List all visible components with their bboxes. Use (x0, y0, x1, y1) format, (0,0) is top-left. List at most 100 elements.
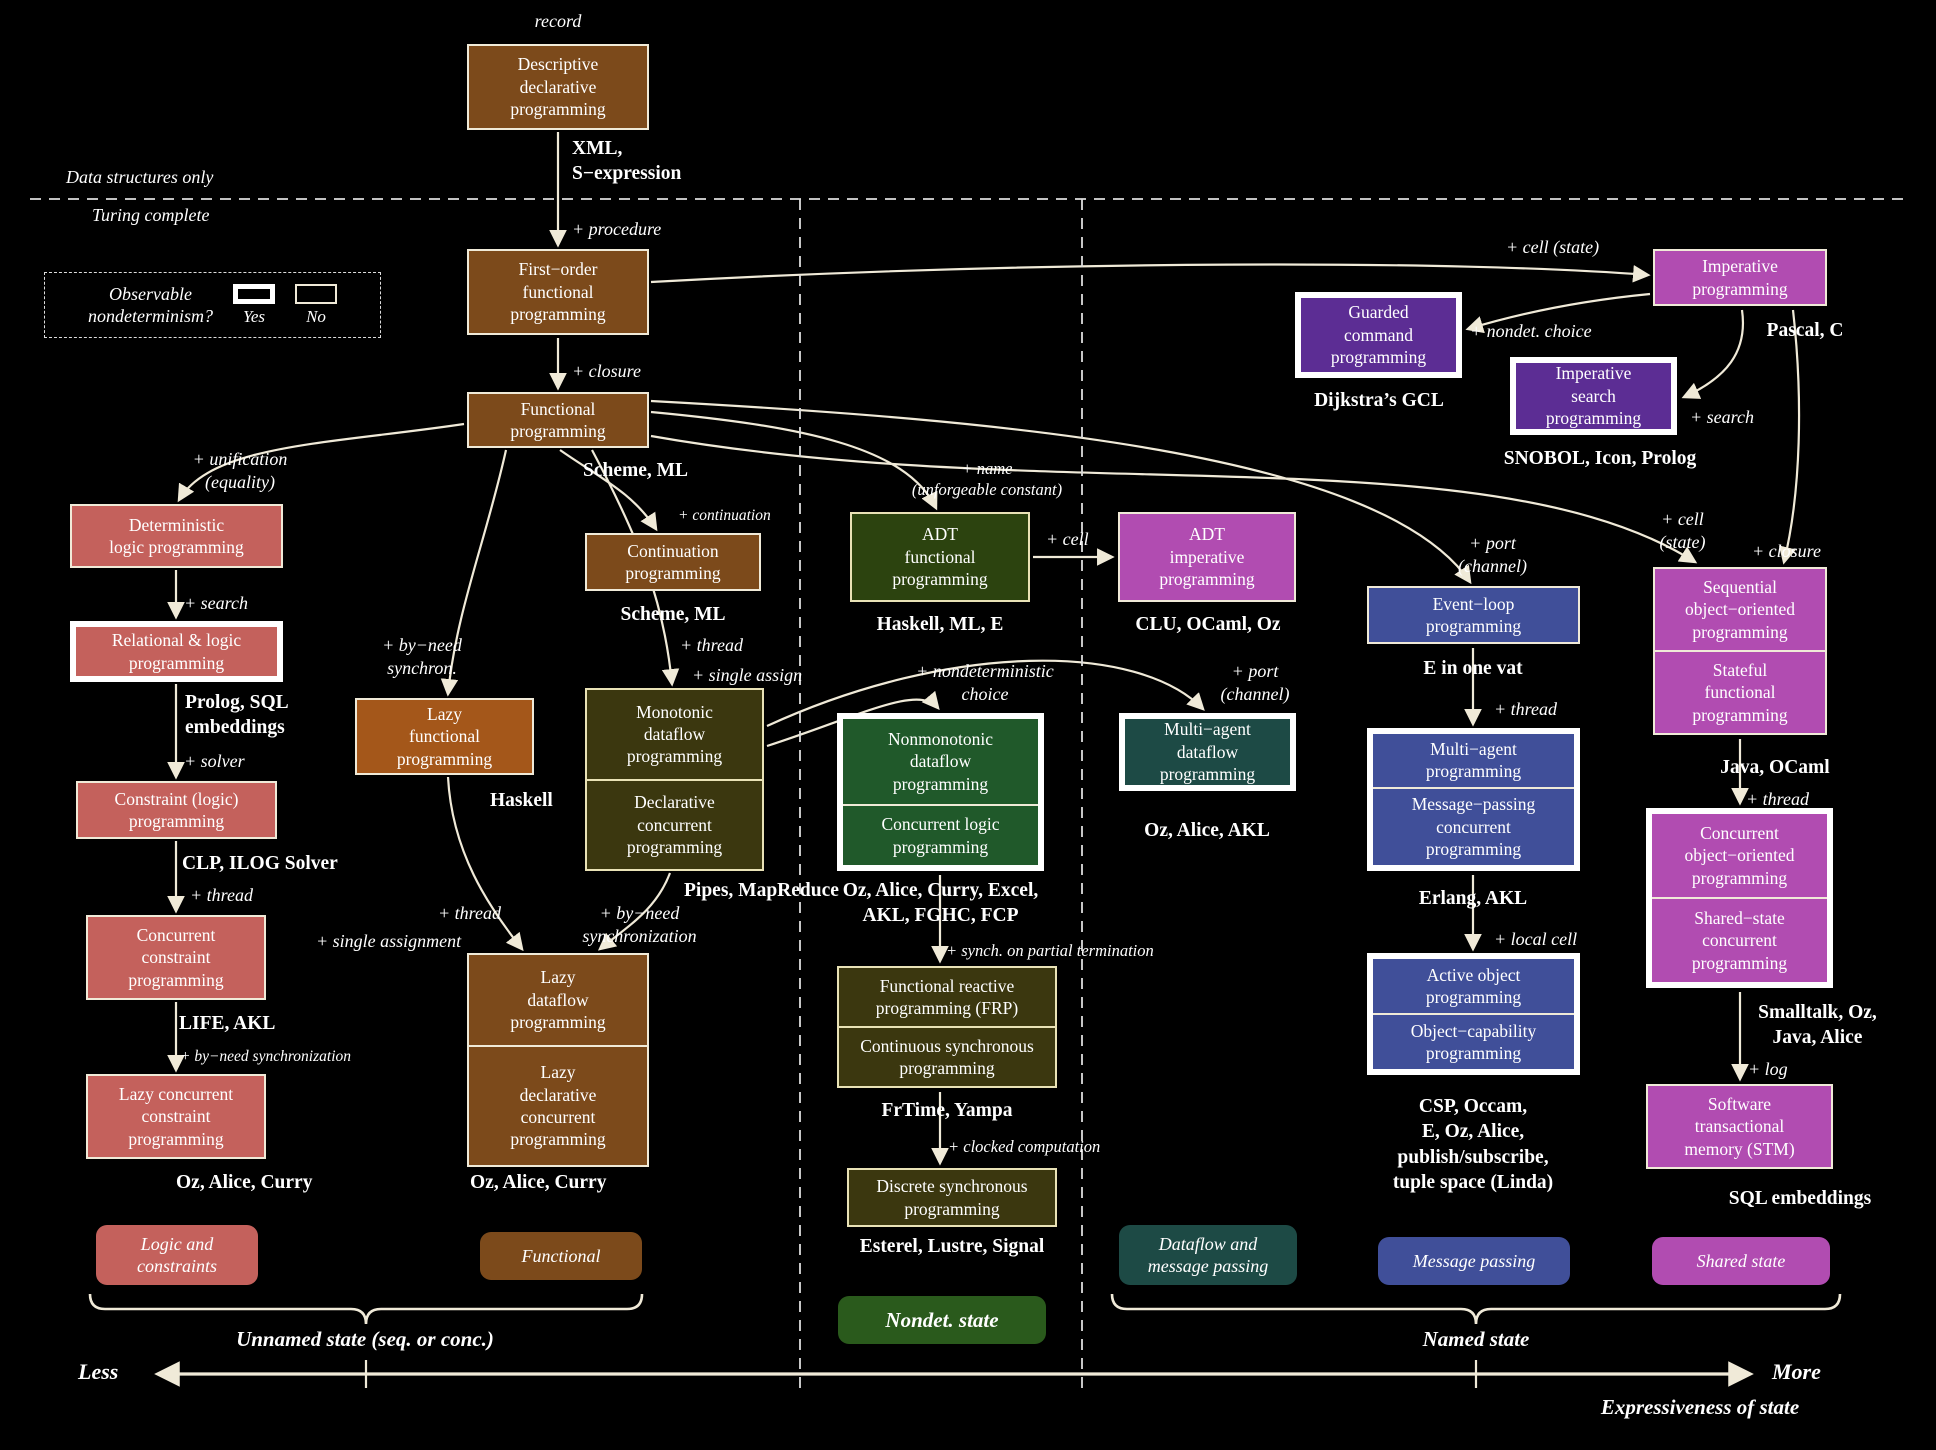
edge-monotonic-nonmonotonic (766, 690, 940, 748)
languages-concurrent-constraint: LIFE, AKL (179, 1013, 276, 1034)
languages-conc-oo: Smalltalk, Oz, Java, Alice (1758, 1002, 1877, 1049)
edge-functional-lazyfunctional (440, 449, 508, 697)
edge-imperative-impsearch (1681, 309, 1745, 399)
category-dataflow-message: Dataflow and message passing (1119, 1225, 1297, 1285)
category-shared-state: Shared state (1652, 1237, 1830, 1285)
legend-yes-label: Yes (242, 306, 266, 326)
paradigm-adt-imperative: ADT imperative programming (1118, 512, 1296, 602)
paradigm-seq-oo-group: Sequential object−oriented programming S… (1653, 567, 1827, 735)
edge-label-byneed-constraint: + by−need synchronization (180, 1048, 352, 1065)
languages-descriptive: XML, S−expression (572, 138, 682, 185)
paradigm-declarative-concurrent: Declarative concurrent programming (587, 778, 762, 870)
edge-label-closure-oo: + closure (1752, 541, 1821, 561)
axis-more-label: More (1772, 1359, 1821, 1384)
paradigm-lazy-dataflow-group: Lazy dataflow programming Lazy declarati… (467, 953, 649, 1167)
axis-less-label: Less (78, 1359, 119, 1384)
languages-nonmonotonic: Oz, Alice, Curry, Excel, AKL, FGHC, FCP (842, 880, 1039, 927)
edge-label-synch-partial: + synch. on partial termination (946, 941, 1154, 960)
edge-label-thread-dataflow: + thread (680, 635, 743, 655)
paradigm-multiagent: Multi−agent programming (1425, 739, 1522, 782)
paradigm-event-loop: Event−loop programming (1367, 586, 1580, 644)
edge-monotonic-lazydataflow (597, 872, 672, 951)
paradigm-nonmonotonic-dataflow: Nonmonotonic dataflow programming (888, 729, 993, 794)
languages-constraint: CLP, ILOG Solver (182, 853, 338, 874)
edge-label-log: + log (1748, 1059, 1788, 1079)
languages-frp: FrTime, Yampa (881, 1100, 1013, 1121)
paradigm-object-capability: Object−capability programming (1373, 1013, 1574, 1069)
brace-named-state (1110, 1293, 1842, 1325)
legend-no-swatch (295, 283, 337, 304)
edge-label-closure-fn: + closure (572, 361, 641, 381)
languages-discrete-synchronous: Esterel, Lustre, Signal (859, 1236, 1045, 1257)
edge-label-cell-state-imp: + cell (state) (1506, 237, 1600, 257)
named-state-label: Named state (1422, 1327, 1530, 1351)
edge-label-port-dataflow: + port (channel) (1220, 661, 1290, 705)
edge-label-byneed-lazy-df: + by−need synchronization (582, 903, 697, 947)
edge-monotonic-multiagentdataflow (766, 659, 1205, 727)
category-logic-constraints: Logic and constraints (96, 1225, 258, 1285)
edge-lazyfunctional-lazydataflow (446, 776, 524, 952)
paradigm-shared-state-concurrent: Shared−state concurrent programming (1652, 897, 1827, 982)
edge-label-single-assign: + single assign (692, 665, 803, 685)
edge-functional-detlogic (177, 422, 465, 503)
paradigm-concurrent-constraint: Concurrent constraint programming (86, 915, 266, 1000)
languages-adt-functional: Haskell, ML, E (876, 614, 1004, 635)
edge-imperative-guarded (1465, 292, 1651, 334)
paradigm-imperative: Imperative programming (1653, 249, 1827, 306)
paradigm-lazy-dataflow: Lazy dataflow programming (510, 967, 606, 1033)
edge-label-port-event: + port (channel) (1458, 533, 1527, 577)
paradigm-concurrent-oo: Concurrent object−oriented programming (1684, 822, 1795, 888)
edge-functional-continuation (559, 449, 658, 532)
axis-title: Expressiveness of state (1600, 1395, 1800, 1419)
paradigm-functional-reactive: Functional reactive programming (FRP) (875, 975, 1019, 1018)
paradigm-nonmonotonic-group: Nonmonotonic dataflow programming Concur… (837, 713, 1044, 871)
languages-multiagent: Erlang, AKL (1418, 888, 1528, 909)
edge-label-name: + name (unforgeable constant) (911, 459, 1063, 500)
paradigm-stateful-functional: Stateful functional programming (1655, 650, 1825, 733)
paradigm-active-object-group: Active object programming Object−capabil… (1367, 953, 1580, 1075)
legend-no-column: No (295, 283, 337, 327)
paradigm-deterministic-logic: Deterministic logic programming (70, 504, 283, 568)
paradigm-stm: Software transactional memory (STM) (1646, 1084, 1833, 1169)
category-nondet-state: Nondet. state (838, 1296, 1046, 1344)
observable-nondeterminism-legend: Observable nondeterminism? Yes No (44, 272, 381, 338)
languages-functional: Scheme, ML (583, 460, 689, 481)
languages-lazy-concurrent-constraint: Oz, Alice, Curry (176, 1172, 313, 1193)
edge-functional-seqoo (650, 434, 1698, 564)
edge-label-single-assignment: + single assignment (316, 931, 462, 951)
edge-label-unification: + unification (equality) (192, 449, 288, 493)
brace-unnamed-state (88, 1293, 644, 1325)
paradigm-discrete-synchronous: Discrete synchronous programming (847, 1168, 1057, 1227)
edge-label-thread-oo: + thread (1746, 789, 1809, 809)
edge-label-continuation: + continuation (678, 507, 771, 524)
turing-complete-label: Turing complete (92, 205, 210, 225)
data-structures-only-label: Data structures only (66, 167, 214, 187)
paradigm-active-object: Active object programming (1425, 964, 1522, 1007)
edge-label-thread-lazy: + thread (438, 903, 501, 923)
edge-label-cell-state-oo: + cell (state) (1659, 509, 1706, 553)
paradigm-concurrent-logic: Concurrent logic programming (843, 804, 1038, 865)
languages-guarded-command: Dijkstra’s GCL (1314, 390, 1444, 411)
languages-adt-imperative: CLU, OCaml, Oz (1135, 614, 1281, 635)
paradigm-lazy-functional: Lazy functional programming (355, 698, 534, 775)
edge-imperative-seqoo (1778, 309, 1801, 565)
edge-label-cell-adt: + cell (1046, 529, 1089, 549)
languages-event-loop: E in one vat (1423, 658, 1523, 679)
languages-monotonic: Pipes, MapReduce (684, 880, 839, 901)
category-functional: Functional (480, 1232, 642, 1280)
edge-label-thread-agent: + thread (1494, 699, 1557, 719)
legend-yes-swatch (233, 283, 275, 304)
paradigm-multiagent-dataflow: Multi−agent dataflow programming (1119, 713, 1296, 791)
edge-label-nondet-choice: + nondeterministic choice (916, 661, 1054, 705)
paradigm-imperative-search: Imperative search programming (1510, 357, 1677, 435)
edge-firstorder-imperative (650, 263, 1651, 284)
legend-yes-column: Yes (233, 283, 275, 327)
languages-seq-oo: Java, OCaml (1720, 757, 1830, 778)
edge-label-solver: + solver (184, 751, 245, 771)
edge-label-byneed-lazy-fn: + by−need synchron. (382, 635, 462, 679)
languages-stm: SQL embeddings (1728, 1188, 1872, 1209)
edge-label-nondet-choice-gcl: + nondet. choice (1470, 321, 1592, 341)
paradigm-continuous-synchronous: Continuous synchronous programming (839, 1026, 1055, 1086)
